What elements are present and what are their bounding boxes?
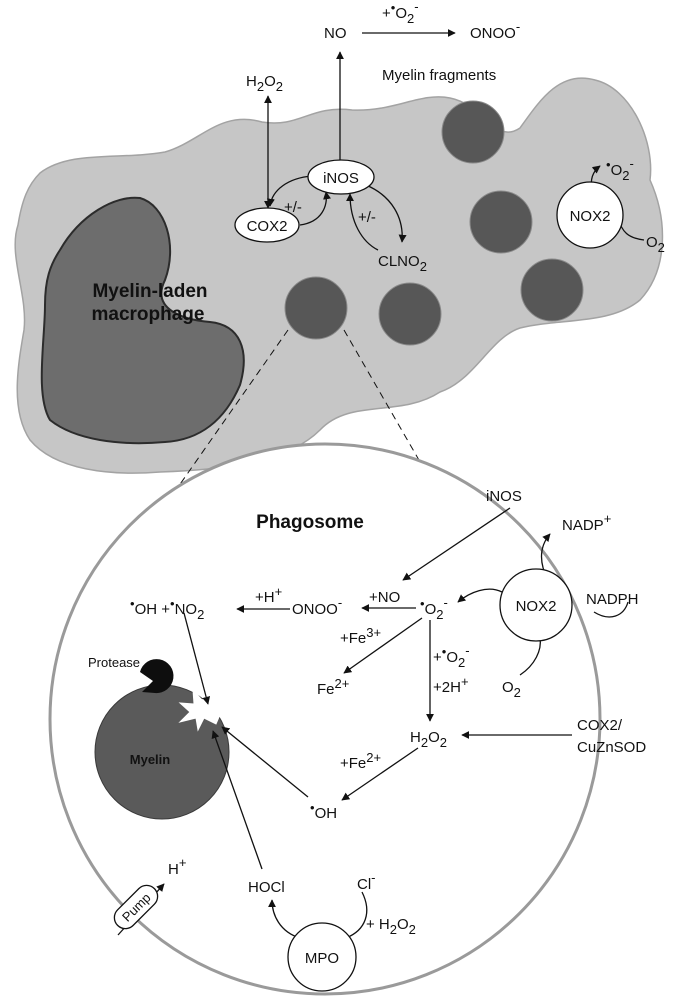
- cox2-cuznsod-line1: COX2/: [577, 717, 623, 734]
- superoxide-label-top: •O2-: [606, 156, 634, 183]
- plus-h-label: +H+: [255, 584, 282, 606]
- myelin-fragment: [378, 282, 442, 346]
- phagosome-nox2-label: NOX2: [516, 598, 557, 615]
- myelin-fragment-zoomed: [284, 276, 348, 340]
- zoom-line-right: [343, 329, 443, 501]
- no-onoo-reagent: +•O2-: [382, 0, 419, 26]
- damage-burst-icon: [178, 688, 223, 732]
- clno2-inos-modulation: +/-: [358, 209, 376, 226]
- superoxide-to-fe2-arrow: [343, 617, 423, 674]
- plus-2h-label: +2H+: [433, 674, 469, 696]
- hydroxyl-to-myelin-arrow: [221, 726, 309, 798]
- inos-node-label: iNOS: [323, 170, 359, 187]
- cox2-cuznsod-line2: CuZnSOD: [577, 739, 646, 756]
- radicals-to-myelin-arrow: [183, 612, 211, 705]
- phagosome-o2-label: O2: [502, 679, 521, 700]
- inos-to-cox2-arrow: [266, 175, 313, 207]
- macrophage-nox2-node: [556, 181, 624, 249]
- hocl-label: HOCl: [248, 879, 285, 896]
- proton-label: H+: [168, 855, 186, 878]
- plus-fe2-label: +Fe2+: [340, 750, 381, 772]
- phagosome-inos-label: iNOS: [486, 488, 522, 505]
- protease-icon: [140, 659, 174, 694]
- cox2-to-inos-arrow: [299, 191, 331, 226]
- macrophage-nucleus: [40, 196, 245, 445]
- protease-label: Protease: [88, 655, 140, 670]
- chloride-label: Cl-: [357, 870, 376, 893]
- myelin-fragments-label: Myelin fragments: [382, 67, 496, 84]
- dismutation-superoxide-label: +•O2-: [433, 643, 470, 670]
- myelin-sphere-label: Myelin: [130, 752, 171, 767]
- onoo-label: ONOO-: [470, 19, 520, 42]
- phagosome-nox2-node: [499, 568, 573, 642]
- o2-label-top: O2: [646, 234, 665, 255]
- plus-no-label: +NO: [369, 589, 400, 606]
- inos-input-arrow: [402, 507, 511, 581]
- nadp-label: NADP+: [562, 511, 611, 534]
- nadph-to-nox2-arrow: [593, 601, 629, 618]
- macrophage-title-line1: Myelin-laden: [92, 281, 207, 302]
- myelin-fragment: [441, 100, 505, 164]
- phagosome-onoo-label: ONOO-: [292, 595, 342, 618]
- cox2-node-label: COX2: [247, 218, 288, 235]
- phagosome-membrane: [48, 442, 602, 996]
- nox2-to-superoxide-arrow: [457, 588, 503, 603]
- fe2-label: Fe2+: [317, 676, 349, 698]
- myelin-fragment: [520, 258, 584, 322]
- inos-node: [307, 159, 375, 195]
- hydroxyl-nitrogen-dioxide-label: •OH +•NO2: [130, 596, 204, 622]
- macrophage-title-line2: macrophage: [92, 304, 205, 325]
- h2o2-label-top: H2O2: [246, 73, 283, 94]
- hydroxyl-label: •OH: [310, 800, 337, 822]
- h2o2-to-hydroxyl-arrow: [341, 747, 419, 801]
- macrophage-nox2-label: NOX2: [570, 208, 611, 225]
- hocl-to-myelin-arrow: [211, 730, 263, 870]
- clno2-to-inos-arrow: [346, 193, 379, 251]
- nadph-label: NADPH: [586, 591, 639, 608]
- clno2-label: CLNO2: [378, 253, 427, 274]
- cox2-node: [234, 207, 300, 243]
- phagosome-superoxide-label: •O2-: [420, 595, 448, 622]
- mpo-node: [287, 922, 357, 992]
- inos-to-clno2-arrow: [365, 184, 407, 243]
- plus-fe3-label: +Fe3+: [340, 625, 381, 647]
- mpo-label: MPO: [305, 950, 339, 967]
- phagosome-title: Phagosome: [256, 512, 364, 533]
- myelin-fragment: [469, 190, 533, 254]
- substrates-to-mpo-arrow: [345, 891, 368, 939]
- phagosome-h2o2-label: H2O2: [410, 729, 447, 750]
- mpo-h2o2-label: + H2O2: [366, 916, 416, 937]
- no-label: NO: [324, 25, 347, 42]
